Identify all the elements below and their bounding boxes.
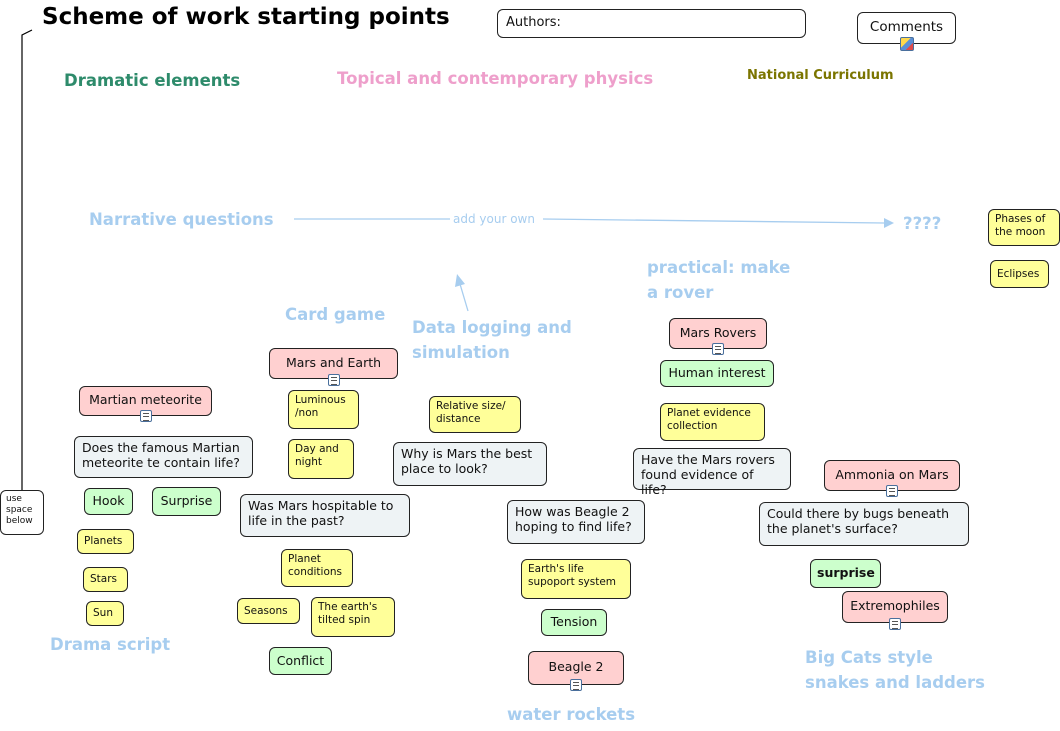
curriculum-text: Planet conditions [288,553,343,578]
curriculum-planet-evidence[interactable]: Planet evidence collection [660,403,765,441]
curriculum-text: Sun [93,607,113,619]
curriculum-text: Planets [84,535,123,547]
curriculum-text: Phases of the moon [995,213,1046,238]
heading-water-rockets: water rockets [507,705,636,724]
left-bracket-line [21,29,33,492]
question-text: Why is Mars the best place to look? [401,446,533,476]
topic-mars-and-earth[interactable]: Mars and Earth [269,348,398,379]
topic-label: Martian meteorite [89,392,202,407]
note-icon[interactable] [570,679,582,691]
data-logging-arrow-line [459,283,469,312]
topic-label: Beagle 2 [548,659,604,674]
curriculum-planet-conditions[interactable]: Planet conditions [281,549,353,587]
heading-unknown: ???? [903,214,942,233]
drama-text: Surprise [160,493,213,508]
drama-surprise-2[interactable]: surprise [810,559,881,588]
heading-big-cats-line1: Big Cats style [805,648,933,667]
drama-text: Conflict [276,653,325,668]
curriculum-earth-life-support[interactable]: Earth's life supoport system [521,559,631,599]
topic-beagle-2[interactable]: Beagle 2 [528,651,624,685]
curriculum-day-night[interactable]: Day and night [288,439,354,479]
question-best-place[interactable]: Why is Mars the best place to look? [393,442,547,486]
drama-text: surprise [817,565,875,580]
palette-icon[interactable] [900,37,914,51]
arrow-label-add-your-own: add your own [453,212,535,226]
curriculum-tilted-spin[interactable]: The earth's tilted spin [311,597,395,637]
note-icon[interactable] [328,374,340,386]
curriculum-sun[interactable]: Sun [86,601,124,626]
drama-human-interest[interactable]: Human interest [660,360,774,387]
curriculum-text: Planet evidence collection [667,407,751,432]
question-text: Have the Mars rovers found evidence of l… [641,452,775,497]
heading-data-logging: Data logging and simulation [412,315,572,365]
heading-practical-line1: practical: make [647,258,791,277]
note-icon[interactable] [712,343,724,355]
question-text: Does the famous Martian meteorite te con… [82,440,240,470]
note-icon[interactable] [140,410,152,422]
curriculum-text: Luminous /non [295,394,346,419]
curriculum-eclipses[interactable]: Eclipses [990,260,1049,288]
question-text: Was Mars hospitable to life in the past? [248,498,394,528]
topic-label: Ammonia on Mars [835,467,949,482]
data-logging-arrow-head [455,274,465,287]
curriculum-text: Relative size/ distance [436,400,506,425]
curriculum-text: Seasons [244,605,288,617]
heading-practical-line2: a rover [647,283,714,302]
curriculum-relative-size[interactable]: Relative size/ distance [429,396,521,433]
question-hospitable[interactable]: Was Mars hospitable to life in the past? [240,494,410,537]
heading-dramatic-elements: Dramatic elements [64,71,241,90]
drama-conflict[interactable]: Conflict [269,647,332,675]
topic-martian-meteorite[interactable]: Martian meteorite [79,386,212,416]
side-note-text: use space below [6,494,33,526]
heading-data-logging-line1: Data logging and [412,318,572,337]
curriculum-text: Stars [90,573,118,585]
drama-text: Tension [550,614,598,629]
heading-data-logging-line2: simulation [412,343,510,362]
topic-label: Extremophiles [850,598,940,613]
heading-big-cats-line2: snakes and ladders [805,673,985,692]
drama-hook[interactable]: Hook [84,488,133,515]
topic-label: Mars and Earth [285,355,382,370]
curriculum-text: Eclipses [997,268,1040,280]
heading-narrative-questions: Narrative questions [89,210,274,229]
question-bugs-surface[interactable]: Could there by bugs beneath the planet's… [759,502,969,546]
question-text: How was Beagle 2 hoping to find life? [515,504,632,534]
side-note[interactable]: use space below [0,490,44,535]
curriculum-luminous[interactable]: Luminous /non [288,390,359,429]
comments-label: Comments [869,19,944,35]
curriculum-planets[interactable]: Planets [77,529,134,554]
heading-topical-physics: Topical and contemporary physics [337,69,654,88]
curriculum-seasons[interactable]: Seasons [237,598,300,624]
topic-label: Mars Rovers [679,325,757,340]
add-your-own-arrow-line-right [542,218,885,224]
curriculum-text: Day and night [295,443,339,468]
question-beagle-hope[interactable]: How was Beagle 2 hoping to find life? [507,500,645,544]
note-icon[interactable] [889,618,901,630]
drama-surprise[interactable]: Surprise [152,487,221,516]
heading-practical-rover: practical: make a rover [647,255,790,305]
drama-text: Human interest [668,365,766,380]
question-rovers-evidence[interactable]: Have the Mars rovers found evidence of l… [633,448,791,497]
add-your-own-arrow-head [884,218,894,228]
heading-national-curriculum: National Curriculum [747,68,894,83]
heading-big-cats: Big Cats style snakes and ladders [805,645,985,695]
curriculum-text: Earth's life supoport system [528,563,617,588]
page-title: Scheme of work starting points [42,4,450,30]
heading-drama-script: Drama script [50,635,171,654]
drama-text: Hook [92,493,125,508]
drama-tension[interactable]: Tension [541,609,607,636]
curriculum-text: The earth's tilted spin [318,601,378,626]
curriculum-stars[interactable]: Stars [83,567,128,592]
topic-extremophiles[interactable]: Extremophiles [842,591,948,623]
authors-label: Authors: [506,15,561,30]
question-text: Could there by bugs beneath the planet's… [767,506,950,536]
heading-card-game: Card game [285,305,386,324]
question-meteorite-life[interactable]: Does the famous Martian meteorite te con… [74,436,253,478]
note-icon[interactable] [886,485,898,497]
curriculum-phases-of-moon[interactable]: Phases of the moon [988,209,1060,246]
authors-field[interactable]: Authors: [497,9,806,38]
